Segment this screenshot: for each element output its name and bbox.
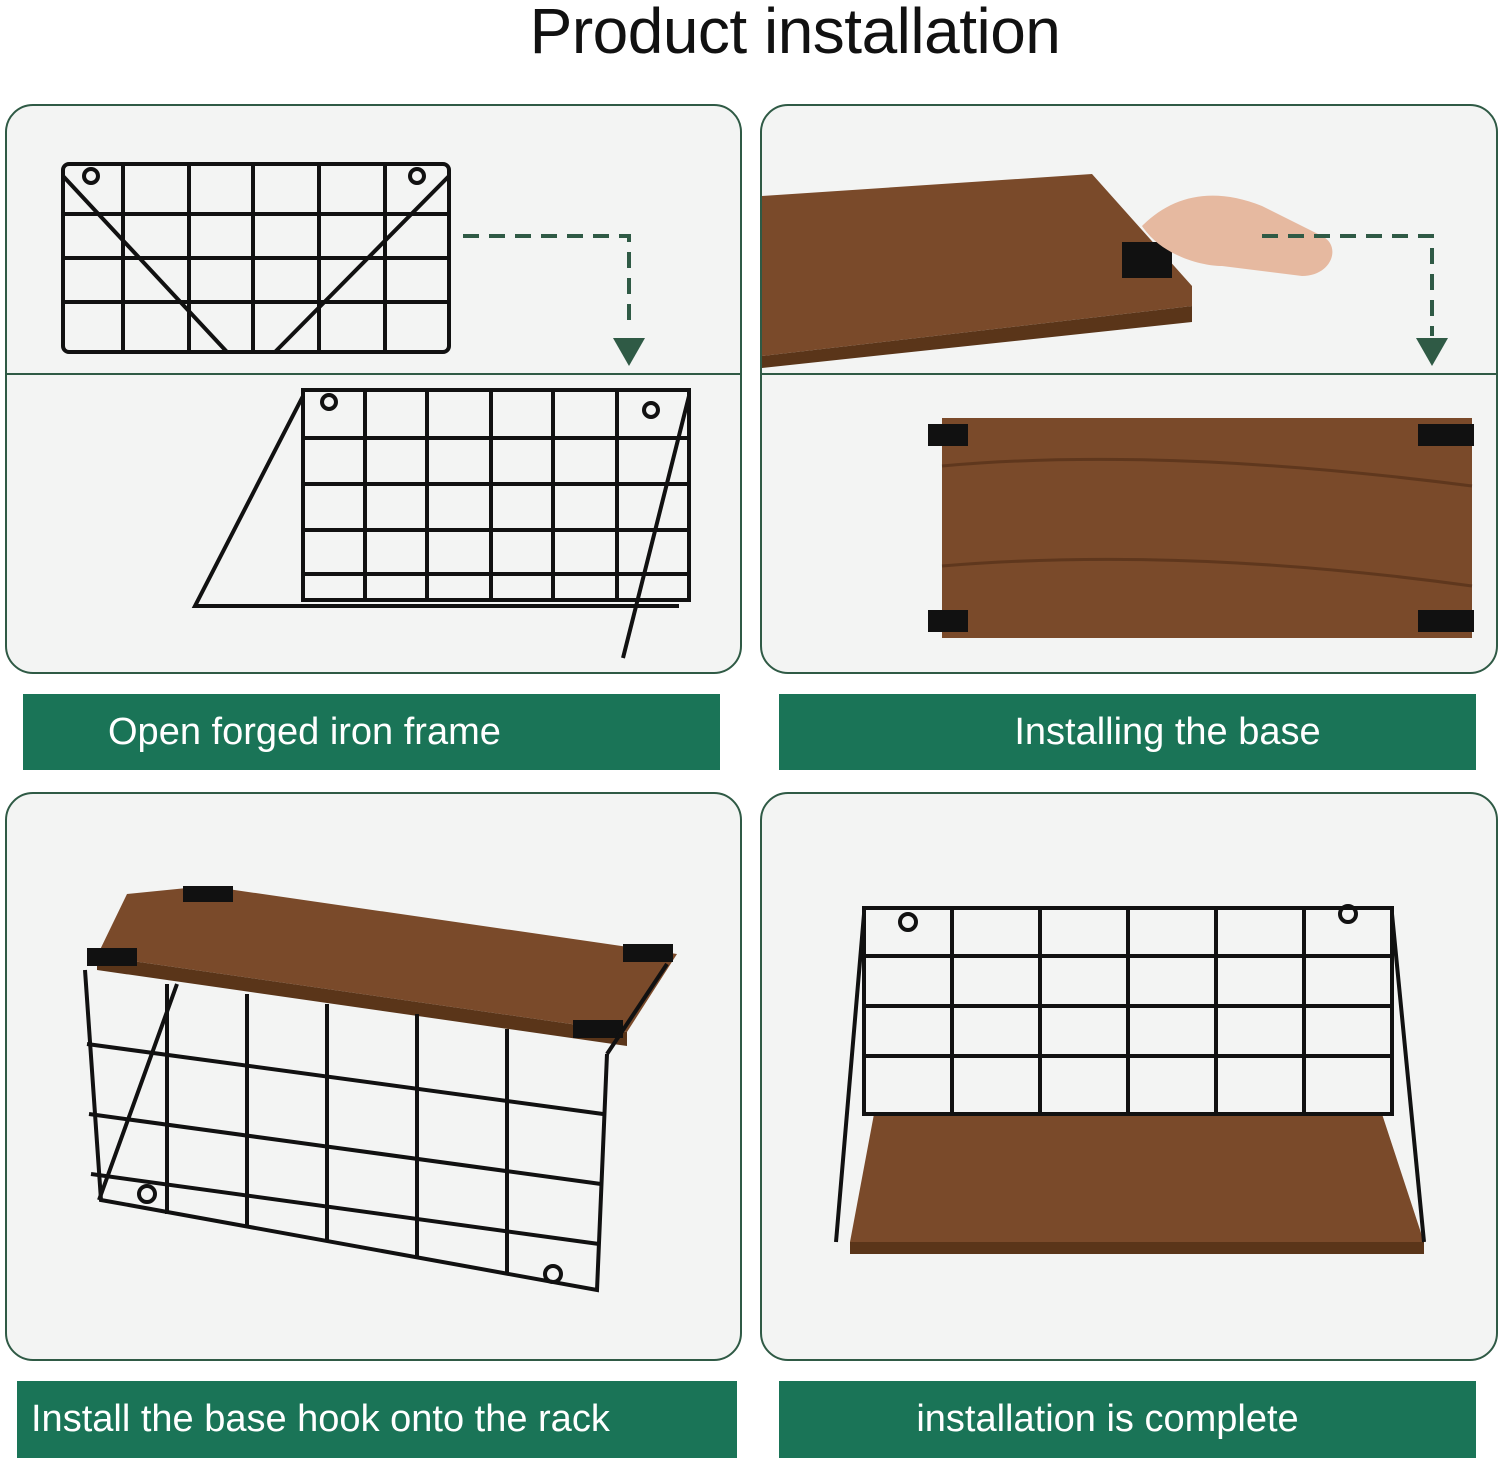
step-4-label-bar: installation is complete bbox=[779, 1381, 1476, 1458]
step-1-illustration bbox=[5, 104, 742, 674]
step-4-label: installation is complete bbox=[916, 1398, 1299, 1440]
assembled-shelf-image bbox=[834, 904, 1426, 1254]
page-title: Product installation bbox=[529, 0, 1061, 67]
step-2-label: Installing the base bbox=[1014, 710, 1321, 753]
step-2-illustration bbox=[760, 104, 1498, 674]
divider bbox=[7, 373, 740, 375]
step-1-label: Open forged iron frame bbox=[108, 710, 501, 753]
step-3-label-bar: Install the base hook onto the rack bbox=[17, 1381, 737, 1458]
step-3-label: Install the base hook onto the rack bbox=[31, 1398, 610, 1440]
step-4-illustration bbox=[760, 792, 1498, 1361]
step-3-illustration bbox=[5, 792, 742, 1361]
step-1-label-bar: Open forged iron frame bbox=[23, 694, 720, 770]
hooked-base-image bbox=[83, 886, 677, 1293]
folded-frame-image bbox=[61, 162, 691, 659]
step-2-label-bar: Installing the base bbox=[779, 694, 1476, 770]
divider bbox=[762, 373, 1496, 375]
base-board-image bbox=[762, 174, 1474, 638]
